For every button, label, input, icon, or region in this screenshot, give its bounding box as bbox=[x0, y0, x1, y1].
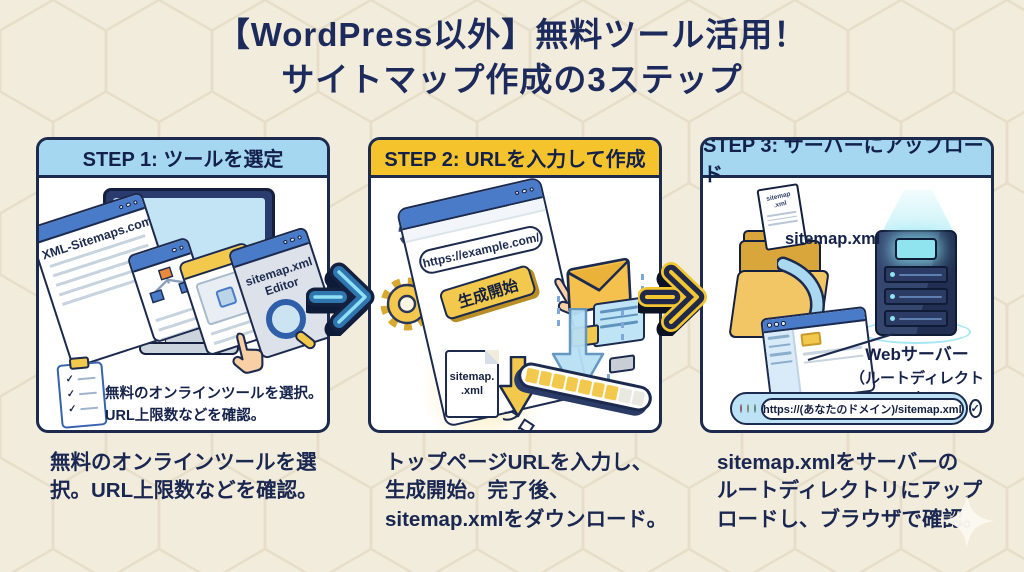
window-dot bbox=[289, 237, 296, 243]
page-thumbnail-icon bbox=[215, 285, 238, 309]
window-dot bbox=[296, 234, 303, 241]
window-dot bbox=[773, 321, 779, 327]
step2-caption: トップページURLを入力し、 生成開始。完了後、 sitemap.xmlをダウン… bbox=[385, 449, 667, 534]
window-dot bbox=[118, 204, 124, 210]
sitemap-xml-label: sitemap.xml bbox=[785, 230, 881, 248]
check-icon: ✓ bbox=[67, 403, 78, 416]
magnifier-icon bbox=[266, 299, 316, 350]
step1-panel: STEP 1: ツールを選定 XML-Sitemaps.com bbox=[36, 137, 330, 433]
caption-line: ロードし、ブラウザで確認。 bbox=[717, 507, 984, 531]
next-step-arrow-yellow-icon bbox=[638, 262, 707, 336]
window-dot-green bbox=[754, 404, 756, 413]
checklist-line bbox=[80, 406, 99, 411]
data-stream-dashes bbox=[621, 310, 624, 344]
step3-caption: sitemap.xmlをサーバーの ルートディレクトリにアップ ロードし、ブラウ… bbox=[717, 449, 984, 534]
window-dot bbox=[178, 244, 185, 251]
window-dot-yellow bbox=[747, 404, 749, 413]
step3-panel: STEP 3: サーバーにアップロード sitemap .xml site bbox=[700, 137, 994, 433]
next-step-arrow-blue-icon bbox=[306, 262, 375, 336]
step1-illustration: XML-Sitemaps.com bbox=[39, 178, 327, 430]
sparkle-icon bbox=[939, 493, 995, 549]
server-bay bbox=[884, 266, 948, 283]
sitemap-file-icon: sitemap. .xml bbox=[445, 350, 499, 418]
window-dot-red bbox=[740, 404, 742, 413]
clipboard-clip bbox=[68, 356, 90, 370]
step2-panel: STEP 2: URLを入力して作成 bbox=[368, 137, 662, 433]
server-bay bbox=[884, 288, 948, 305]
page-title: 【WordPress以外】無料ツール活用！ サイトマップ作成の3ステップ bbox=[0, 12, 1024, 102]
window-dot bbox=[171, 247, 177, 253]
step1-caption: 無料のオンラインツールを選 択。URL上限数などを確認。 bbox=[50, 449, 318, 506]
server-screen-glow bbox=[895, 238, 937, 260]
window-dot bbox=[125, 201, 131, 208]
envelope-icon bbox=[566, 257, 632, 315]
check-circle-icon: ✓ bbox=[968, 399, 982, 418]
address-url: https://(あなたのドメイン)/sitemap.xml bbox=[761, 397, 964, 420]
generate-button: 生成開始 bbox=[438, 263, 538, 322]
caption-line: sitemap.xmlをダウンロード。 bbox=[385, 507, 668, 531]
data-stream-dashes bbox=[557, 296, 560, 330]
caption-line: 生成開始。完了後、 bbox=[385, 479, 570, 503]
caption-line: ルートディレクトリにアップ bbox=[717, 479, 983, 503]
small-grey-card bbox=[609, 354, 635, 374]
caption-line: 無料のオンラインツールを選 bbox=[50, 451, 317, 474]
step3-illustration: sitemap .xml sitemap.xml bbox=[703, 178, 991, 430]
step1-note-line2: URL上限数などを確認。 bbox=[105, 407, 266, 424]
window-dot bbox=[528, 186, 535, 193]
step3-header: STEP 3: サーバーにアップロード bbox=[703, 140, 991, 186]
step2-header: STEP 2: URLを入力して作成 bbox=[371, 140, 659, 178]
window-dot bbox=[282, 239, 288, 246]
sitemap-file-label: sitemap. .xml bbox=[449, 371, 495, 398]
hand-cursor-icon bbox=[232, 332, 264, 374]
page-fold bbox=[485, 350, 499, 364]
step1-note: 無料のオンラインツールを選択。 URL上限数などを確認。 bbox=[105, 384, 323, 428]
checklist-row: ✓ bbox=[67, 403, 99, 416]
checklist-line bbox=[77, 376, 96, 381]
checklist-line bbox=[79, 391, 97, 396]
step2-illustration: https://example.com/ 生成開始 bbox=[371, 176, 659, 430]
caption-line: 択。URL上限数などを確認。 bbox=[50, 479, 318, 503]
step1-header-label: STEP 1: ツールを選定 bbox=[82, 149, 284, 171]
paper-label: sitemap .xml bbox=[765, 190, 792, 210]
step1-header: STEP 1: ツールを選定 bbox=[39, 140, 327, 178]
page-title-line2: サイトマップ作成の3ステップ bbox=[281, 61, 743, 98]
callout-line bbox=[807, 332, 894, 362]
window-dot bbox=[780, 321, 786, 327]
step2-header-label: STEP 2: URLを入力して作成 bbox=[384, 149, 646, 171]
server-bay bbox=[884, 310, 948, 327]
check-icon: ✓ bbox=[66, 388, 76, 401]
browser-address-bar: https://(あなたのドメイン)/sitemap.xml ✓ bbox=[730, 392, 982, 425]
check-icon: ✓ bbox=[65, 373, 75, 386]
window-dot bbox=[132, 199, 139, 206]
checklist-row: ✓ bbox=[66, 388, 98, 401]
page-title-line1: 【WordPress以外】無料ツール活用！ bbox=[216, 16, 808, 53]
window-dot bbox=[514, 190, 520, 196]
step3-header-label: STEP 3: サーバーにアップロード bbox=[703, 137, 984, 186]
checklist-clipboard: ✓ ✓ ✓ bbox=[56, 356, 108, 429]
caption-line: トップページURLを入力し、 bbox=[385, 451, 653, 474]
caption-line: sitemap.xmlをサーバーの bbox=[717, 451, 959, 474]
window-dot bbox=[521, 188, 527, 194]
window-dot bbox=[766, 322, 772, 328]
checklist-row: ✓ bbox=[65, 373, 96, 386]
web-server-illustration bbox=[875, 230, 957, 336]
download-arrow-yellow-icon bbox=[499, 356, 537, 418]
step1-note-line1: 無料のオンラインツールを選択。 bbox=[105, 386, 323, 402]
